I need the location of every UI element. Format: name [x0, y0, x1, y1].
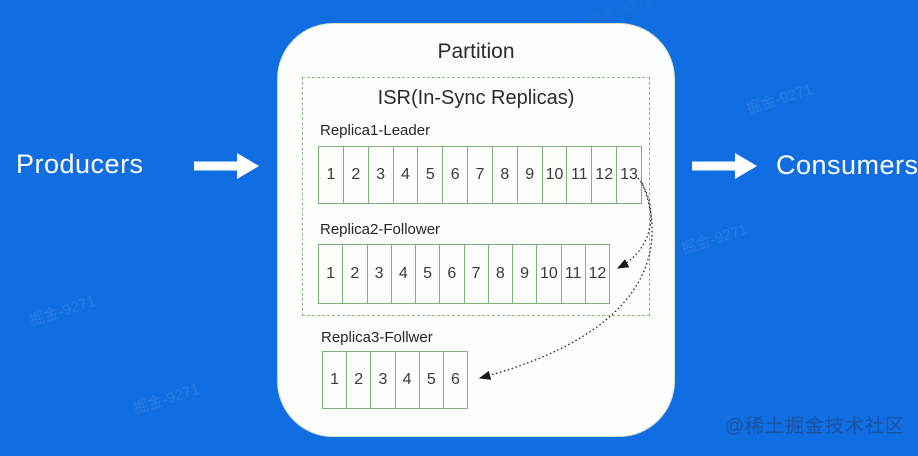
log-cell: 1: [319, 147, 344, 203]
log-cell: 8: [493, 147, 518, 203]
log-cell: 1: [323, 352, 348, 408]
log-cell: 2: [347, 352, 372, 408]
tiled-watermark: 掘金-9271: [679, 220, 750, 259]
partition-container: Partition ISR(In-Sync Replicas) Replica1…: [277, 23, 675, 437]
log-cell: 11: [567, 147, 593, 203]
tiled-watermark: 掘金-9271: [27, 292, 98, 331]
log-cell: 13: [620, 166, 638, 183]
replica3-label: Replica3-Follwer: [321, 329, 433, 346]
partition-title: Partition: [437, 40, 515, 63]
log-cell: 2: [344, 147, 369, 203]
log-cell: 10: [543, 147, 568, 203]
log-cell: 6: [440, 245, 465, 303]
log-cell: 10: [537, 245, 562, 303]
log-cell: 12: [592, 147, 618, 203]
log-cell: 4: [394, 147, 419, 203]
tiled-watermark: 掘金-9271: [131, 380, 202, 419]
log-cell: 6: [450, 371, 460, 388]
log-cell: 1: [319, 245, 344, 303]
log-cell: 7: [465, 245, 489, 303]
isr-title: ISR(In-Sync Replicas): [377, 87, 575, 109]
log-cell: 5: [416, 245, 441, 303]
log-cell: 5: [420, 352, 444, 408]
log-cell: 2: [343, 245, 368, 303]
log-cell: 3: [368, 245, 392, 303]
consumers-arrow-icon: [692, 153, 757, 179]
replica1-label: Replica1-Leader: [320, 122, 431, 139]
log-cell: 3: [369, 147, 394, 203]
log-cell: 7: [468, 147, 493, 203]
log-cell: 5: [418, 147, 444, 203]
log-cell: 9: [518, 147, 543, 203]
log-cell: 12: [588, 265, 607, 282]
consumers-label: Consumers: [776, 150, 918, 180]
log-cell: 3: [371, 352, 396, 408]
tiled-watermark: 掘金-9271: [744, 80, 815, 119]
log-cell: 11: [562, 245, 586, 303]
log-cell: 6: [443, 147, 469, 203]
log-cell: 4: [396, 352, 420, 408]
log-cell: 8: [489, 245, 513, 303]
producers-label: Producers: [16, 149, 144, 179]
log-cell: 9: [513, 245, 538, 303]
log-cell: 4: [392, 245, 416, 303]
producers-arrow-icon: [194, 153, 259, 179]
replica2-label: Replica2-Follower: [320, 221, 441, 238]
attribution-watermark: @稀土掘金技术社区: [724, 416, 905, 437]
